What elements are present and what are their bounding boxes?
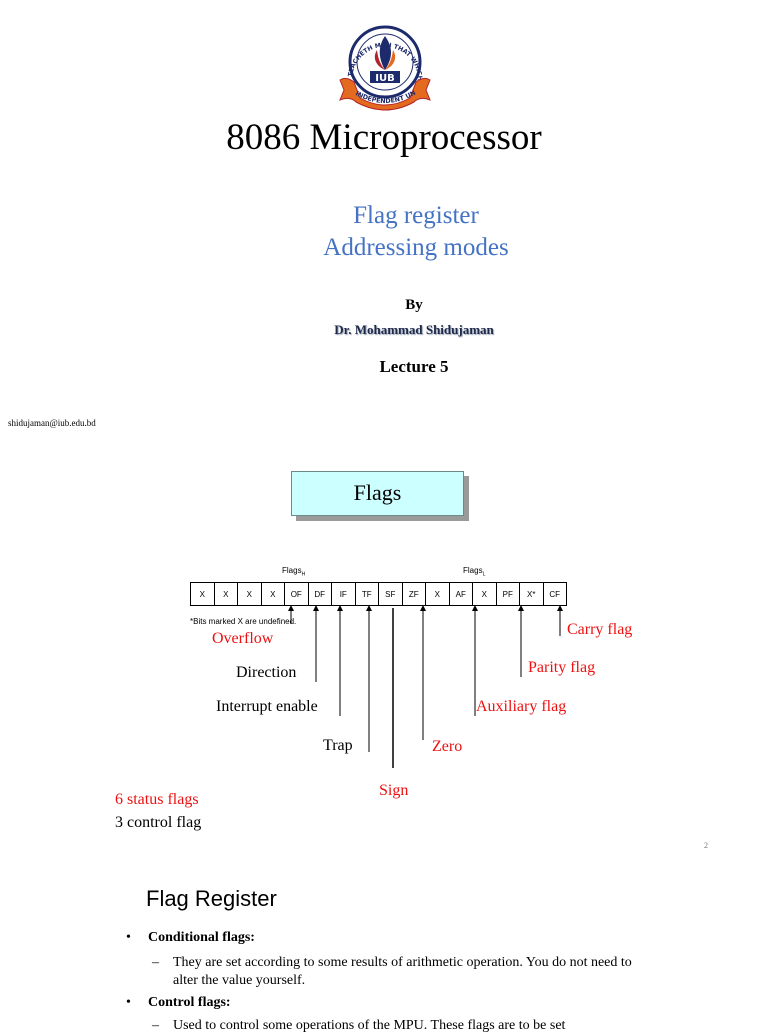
register-bit-cell: AF — [449, 582, 473, 606]
presentation-title: 8086 Microprocessor — [226, 117, 542, 158]
bullet-label: Conditional flags: — [148, 930, 255, 945]
section-title: Flag Register — [146, 886, 277, 911]
register-bit-cell: X — [214, 582, 238, 606]
carry-flag-label: Carry flag — [567, 621, 633, 638]
page-number: 2 — [704, 841, 708, 850]
sub-bullet-text: Used to control some operations of the M… — [173, 1018, 566, 1033]
register-bit-cell: DF — [308, 582, 332, 606]
dash-icon: – — [152, 1018, 159, 1033]
bullet-label: Control flags: — [148, 995, 231, 1010]
register-bit-cell: X* — [520, 582, 544, 606]
flags-low-label: FlagsL — [463, 566, 486, 578]
trap-label: Trap — [323, 737, 353, 754]
register-bit-cell: IF — [332, 582, 356, 606]
register-bit-cell: SF — [379, 582, 403, 606]
register-bit-cell: X — [238, 582, 262, 606]
register-bit-cell: X — [426, 582, 450, 606]
register-bit-cell: PF — [496, 582, 520, 606]
bullet-conditional-flags: • Conditional flags: — [126, 930, 255, 946]
bullet-icon: • — [126, 995, 131, 1010]
subtitle-flag-register: Flag register — [353, 202, 479, 229]
control-flags-count: 3 control flag — [115, 814, 202, 831]
author-email: shidujaman@iub.edu.bd — [8, 418, 96, 428]
register-bit-cell: CF — [543, 582, 567, 606]
register-bit-cell: X — [190, 582, 215, 606]
register-bit-cell: X — [473, 582, 497, 606]
flags-title-box: Flags — [291, 471, 464, 516]
flags-high-label: FlagsH — [282, 566, 306, 578]
logo-initials: IUB — [375, 73, 394, 84]
subtitle-addressing-modes: Addressing modes — [323, 234, 509, 261]
lecture-number: Lecture 5 — [379, 357, 449, 376]
parity-flag-label: Parity flag — [528, 659, 596, 676]
zero-label: Zero — [432, 738, 463, 755]
university-logo: TEACHETH MAN THAT WHICH HE KNEW NOT IUB … — [336, 14, 431, 111]
status-flags-count: 6 status flags — [115, 791, 199, 808]
direction-label: Direction — [236, 664, 297, 681]
register-bit-cell: X — [261, 582, 285, 606]
overflow-label: Overflow — [212, 630, 274, 647]
auxiliary-flag-label: Auxiliary flag — [476, 698, 567, 715]
bullet-control-flags: • Control flags: — [126, 995, 231, 1011]
sub-bullet-text: They are set according to some results o… — [173, 955, 632, 988]
author-name: Dr. Mohammad Shidujaman — [334, 322, 494, 337]
sub-bullet-control: – Used to control some operations of the… — [152, 1017, 632, 1035]
bullet-icon: • — [126, 930, 131, 945]
register-bit-cell: OF — [285, 582, 309, 606]
sub-bullet-conditional: – They are set according to some results… — [152, 954, 632, 990]
register-bit-cell: ZF — [402, 582, 426, 606]
sign-label: Sign — [379, 782, 409, 799]
by-label: By — [405, 297, 423, 313]
undefined-bits-note: *Bits marked X are undefined. — [190, 617, 297, 626]
interrupt-enable-label: Interrupt enable — [216, 698, 318, 715]
dash-icon: – — [152, 955, 159, 970]
